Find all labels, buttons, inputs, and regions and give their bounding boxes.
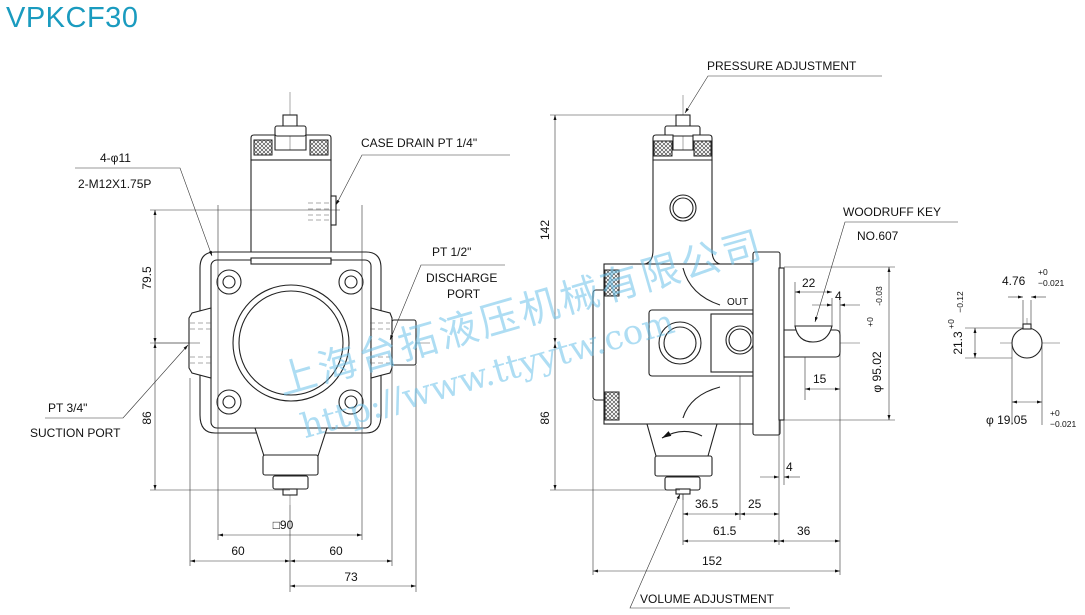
key-height-dim: 21.3 [951,331,965,355]
dim-36-5: 36.5 [695,497,719,511]
dim-36: 36 [797,524,811,538]
volume-housing-side [646,423,718,457]
knurl-body-bottom [604,391,620,421]
knurl-right [309,139,329,156]
dim-60-right: 60 [329,544,343,558]
dim-15: 15 [813,372,827,386]
shaft-section: 4.76 +0 −0.021 21.3 +0 −0.12 φ 19.05 +0 … [946,267,1077,429]
dim-pilot-tol-plus: +0 [865,317,875,327]
out-label: OUT [727,297,748,308]
shaft-cross-section [1011,327,1043,359]
pressure-adjustment-label: PRESSURE ADJUSTMENT [707,59,857,73]
pressure-screw-side [675,114,691,127]
front-view: 79.5 86 □90 60 60 73 4-φ11 2-M12X1.75P C… [30,92,510,592]
discharge-size-label: PT 1/2" [432,245,471,259]
mounting-flange-side [752,251,781,436]
front-callouts: 4-φ11 2-M12X1.75P CASE DRAIN PT 1/4" PT … [30,136,510,440]
knurl-side-right [693,140,712,157]
volume-lock-nut [272,475,309,490]
key-height-tol-minus: −0.12 [955,291,965,313]
rotation-arrow-icon [661,430,703,439]
case-drain-label: CASE DRAIN PT 1/4" [361,136,477,150]
dim-73: 73 [344,570,358,584]
case-drain-boss [330,195,337,226]
lock-nut-side [664,125,701,137]
knurl-side-left [653,140,673,157]
dim-61-5: 61.5 [713,524,737,538]
woodruff-number-label: NO.607 [857,229,899,243]
volume-nut-side [654,455,713,477]
suction-size-label: PT 3/4" [48,401,87,415]
knurl-body-top [604,269,620,297]
pilot-ring [778,267,785,421]
key-height-tol-plus: +0 [946,319,956,329]
key-width-dim: 4.76 [1002,274,1026,288]
dim-4-flange: 4 [786,460,793,474]
key-width-tol-minus: −0.021 [1038,278,1065,288]
volume-screw [282,488,298,496]
shaft-diameter-dim: φ 19.05 [986,413,1027,427]
woodruff-key-label: WOODRUFF KEY [843,205,941,219]
mounting-bolts [216,269,364,415]
hole-spec-label: 4-φ11 [100,151,131,165]
discharge-port-label: PORT [447,287,481,301]
dim-square-90: □90 [273,518,294,532]
volume-adjustment-label: VOLUME ADJUSTMENT [640,592,775,606]
front-dimensions: 79.5 86 □90 60 60 73 [140,205,417,592]
side-callouts: PRESSURE ADJUSTMENT WOODRUFF KEY NO.607 … [629,59,958,609]
valve-port-circle [669,194,697,222]
shaft-dia-tol-plus: +0 [1050,408,1060,418]
discharge-pipe-stub [391,319,417,366]
model-title: VPKCF30 [6,2,139,34]
volume-nut [262,454,319,476]
dim-152: 152 [702,554,722,568]
pressure-screw [282,114,298,128]
dim-4-key: 4 [835,289,842,303]
dim-86-side: 86 [538,411,552,425]
knurl-left [253,139,273,156]
shaft-dia-tol-minus: −0.021 [1050,419,1077,429]
dim-79-5: 79.5 [140,266,154,290]
dim-60-left: 60 [231,544,245,558]
side-dimensions: 142 86 φ 95.02 +0 -0.03 22 4 15 4 36.5 2… [538,114,895,575]
volume-lock-nut-side [664,476,701,491]
dim-25: 25 [748,497,762,511]
lock-nut [274,125,307,137]
thread-spec-label: 2-M12X1.75P [78,177,151,191]
key-seat [1022,323,1032,330]
side-view: OUT 142 86 φ 95.02 +0 -0.03 22 4 15 [538,59,958,609]
discharge-label: DISCHARGE [426,271,497,285]
dim-22: 22 [802,276,816,290]
dim-142: 142 [538,220,552,240]
pump-bore-outer [232,284,350,402]
woodruff-key [794,325,833,343]
dim-86-front: 86 [140,411,154,425]
key-width-tol-plus: +0 [1038,267,1048,277]
pump-bore-inner [238,290,344,396]
suction-port-label: SUCTION PORT [30,426,121,440]
dim-pilot-tol-minus: -0.03 [874,286,884,306]
dim-pilot-diameter: φ 95.02 [870,351,884,392]
